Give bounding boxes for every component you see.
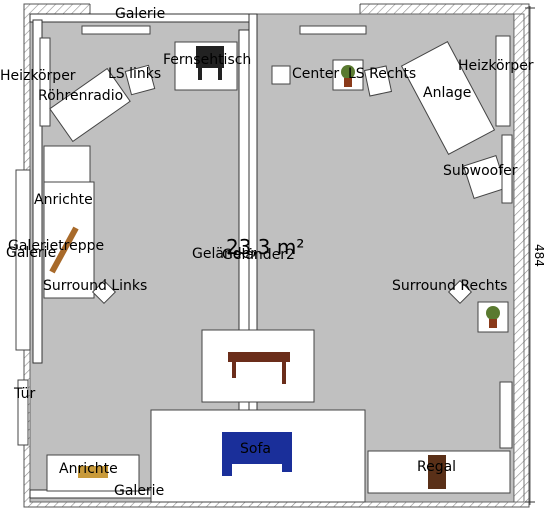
galerie-railings[interactable]: [29, 13, 258, 499]
stair-icon: [49, 226, 79, 274]
table-icon: [228, 352, 290, 362]
sofa-icon: [222, 432, 292, 476]
plant-right-icon: [486, 306, 500, 320]
subwoofer-shape[interactable]: [462, 154, 508, 200]
label-tuer[interactable]: Tür: [14, 386, 36, 402]
label-anrichte-top[interactable]: Anrichte: [34, 192, 93, 208]
label-heizkoerper-left[interactable]: Heizkörper: [0, 68, 76, 84]
roehrenradio-shape[interactable]: [49, 67, 131, 143]
label-sofa[interactable]: Sofa: [240, 441, 271, 457]
label-surround-links[interactable]: Surround Links: [43, 278, 148, 294]
heizkoerper-right-shape[interactable]: [495, 35, 511, 127]
anlage-shape[interactable]: [400, 40, 496, 156]
label-anrichte-bottom[interactable]: Anrichte: [59, 461, 118, 477]
label-fernsehtisch[interactable]: Fernsehtisch: [163, 52, 252, 68]
label-subwoofer[interactable]: Subwoofer: [443, 163, 518, 179]
heizkoerper-left-shape[interactable]: [39, 37, 51, 127]
label-gelaender1[interactable]: Geländer: [192, 246, 257, 262]
room-area-label[interactable]: 23,3 m²: [226, 235, 305, 259]
label-ls-rechts[interactable]: LS Rechts: [348, 66, 417, 82]
subwoofer-wall-strip: [501, 134, 513, 204]
label-galerietreppe[interactable]: Galerietreppe: [8, 238, 105, 254]
surround-links-shape[interactable]: [91, 279, 117, 305]
label-galerie-bottom[interactable]: Galerie: [114, 483, 165, 499]
surround-rechts-shape[interactable]: [447, 279, 473, 305]
couchtisch-shape[interactable]: [201, 329, 315, 403]
label-center[interactable]: Center: [292, 66, 340, 82]
label-anlage[interactable]: Anlage: [423, 85, 472, 101]
dimension-label: 484: [532, 244, 546, 267]
anrichte-top-shape[interactable]: [43, 145, 91, 183]
plant-icon: [341, 65, 355, 79]
piano-icon: [196, 46, 224, 68]
ls-links-shape[interactable]: [124, 64, 156, 96]
label-galerie-top[interactable]: Galerie: [115, 6, 166, 22]
label-roehrenradio[interactable]: Röhrenradio: [38, 88, 124, 104]
regal-icon: [428, 455, 446, 489]
right-door-strip: [499, 381, 513, 449]
ls-rechts-shape[interactable]: [363, 65, 393, 97]
label-surround-rechts[interactable]: Surround Rechts: [392, 278, 508, 294]
label-ls-links[interactable]: LS links: [108, 66, 162, 82]
windows: [15, 25, 367, 446]
label-regal[interactable]: Regal: [417, 459, 457, 475]
label-galerie-left[interactable]: Galerie: [6, 245, 57, 261]
right-wall: [513, 13, 525, 503]
label-heizkoerper-right[interactable]: Heizkörper: [458, 58, 534, 74]
label-gelaender2[interactable]: Geländer2: [222, 247, 295, 263]
anrichte-icon: [78, 466, 108, 478]
center-shape[interactable]: [271, 65, 291, 85]
